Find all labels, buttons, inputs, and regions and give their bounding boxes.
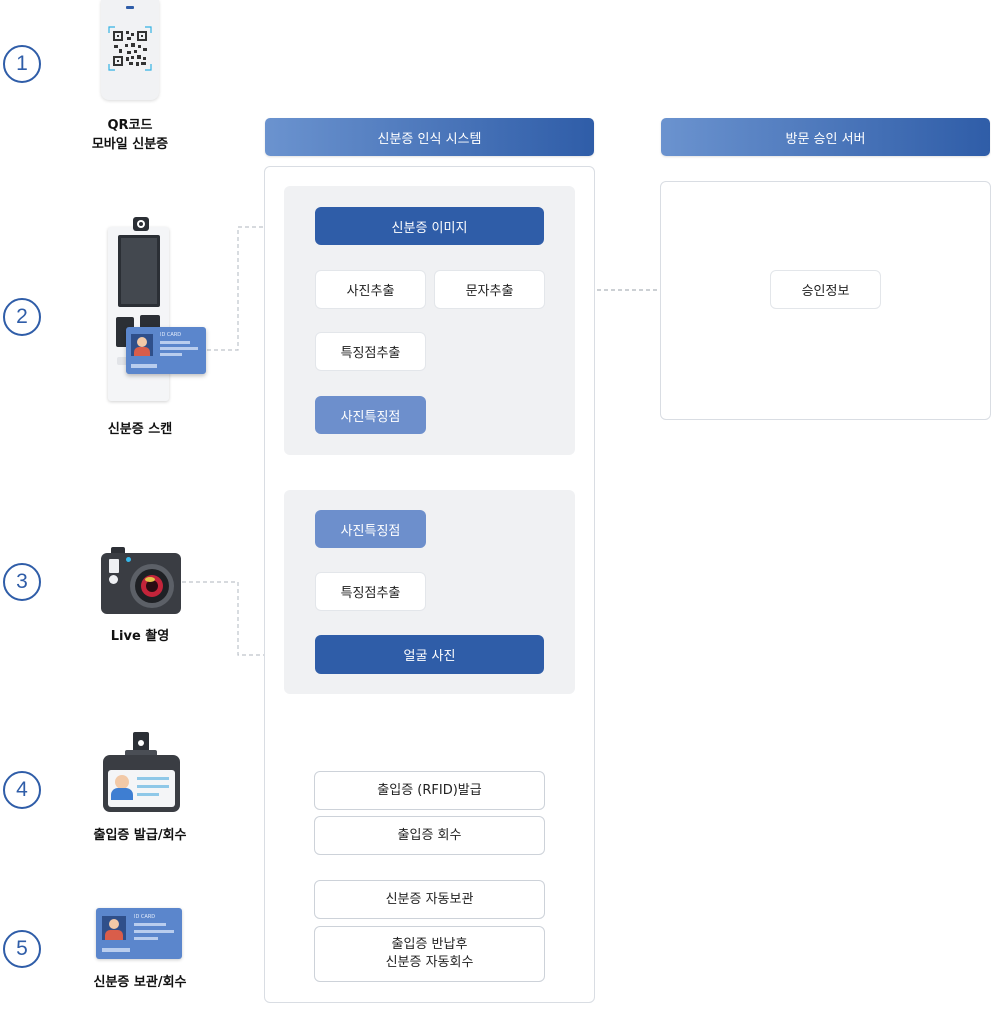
step-number-5: 5: [3, 930, 41, 968]
id-card-storage-label: ID CARD: [134, 914, 156, 920]
step-number-1: 1: [3, 45, 41, 83]
step-number-3: 3: [3, 563, 41, 601]
id-card-storage-icon: ID CARD: [96, 908, 182, 959]
id-auto-return-box: 출입증 반납후 신분증 자동회수: [314, 926, 545, 982]
recognition-system-header: 신분증 인식 시스템: [265, 118, 594, 156]
photo-extract-box: 사진추출: [315, 270, 426, 309]
step-5-caption: 신분증 보관/회수: [93, 975, 187, 990]
step-3-caption: Live 촬영: [110, 629, 170, 644]
qr-code-icon: [108, 26, 152, 71]
step-2-caption: 신분증 스캔: [107, 422, 173, 437]
approval-server-header: 방문 승인 서버: [661, 118, 990, 156]
step-1-caption: QR코드 모바일 신분증: [91, 118, 169, 152]
pass-issue-box: 출입증 (RFID)발급: [314, 771, 545, 810]
id-card-label: ID CARD: [160, 332, 182, 338]
face-feature-extract-box: 특징점추출: [315, 572, 426, 611]
feature-extract-box: 특징점추출: [315, 332, 426, 371]
step-number-2: 2: [3, 298, 41, 336]
access-badge-icon: [103, 732, 180, 812]
pass-return-box: 출입증 회수: [314, 816, 545, 855]
camera-icon: [101, 547, 181, 614]
photo-features-box: 사진특징점: [315, 396, 426, 434]
step-number-4: 4: [3, 771, 41, 809]
approval-info-box: 승인정보: [770, 270, 881, 309]
kiosk-camera-icon: [133, 217, 149, 231]
kiosk-scanner-icon: [108, 227, 169, 401]
face-photo-box: 얼굴 사진: [315, 635, 544, 674]
step-4-caption: 출입증 발급/회수: [93, 828, 187, 843]
id-image-box: 신분증 이미지: [315, 207, 544, 245]
mobile-phone-icon: [101, 0, 159, 100]
text-extract-box: 문자추출: [434, 270, 545, 309]
camera-connector: [182, 581, 313, 656]
id-storage-box: 신분증 자동보관: [314, 880, 545, 919]
id-card-icon: ID CARD: [126, 327, 206, 374]
face-photo-features-box: 사진특징점: [315, 510, 426, 548]
